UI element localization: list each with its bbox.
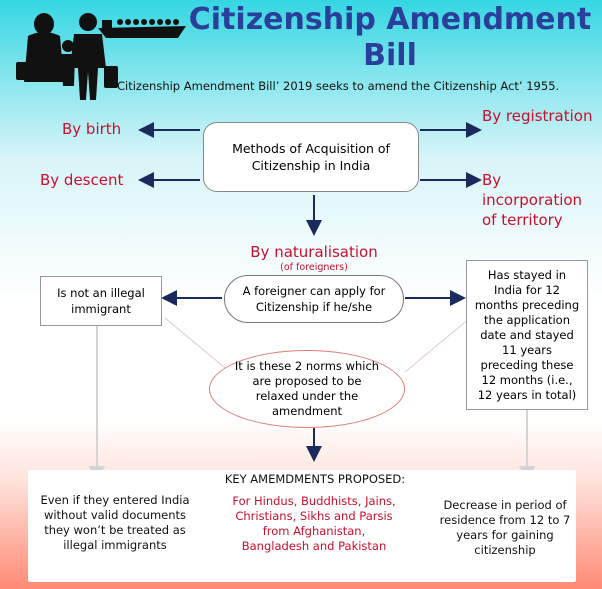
not-illegal-label: Is not an illegal immigrant xyxy=(57,286,145,316)
residence-label: Has stayed in India for 12 months preced… xyxy=(474,267,580,402)
not-illegal-box: Is not an illegal immigrant xyxy=(40,276,162,326)
family-silhouette-icon xyxy=(16,13,118,100)
methods-center-label: Methods of Acquisition of Citizenship in… xyxy=(232,141,390,173)
foreigner-label: A foreigner can apply for Citizenship if… xyxy=(242,284,386,314)
norms-label: It is these 2 norms which are proposed t… xyxy=(234,359,380,418)
subtitle: Citizenship Amendment Bill’ 2019 seeks t… xyxy=(117,79,560,93)
page-title-line2: Bill xyxy=(363,38,417,73)
amendments-heading: KEY AMEMDMENTS PROPOSED: xyxy=(224,472,406,486)
norms-oval: It is these 2 norms which are proposed t… xyxy=(209,350,405,428)
amendments-right: Decrease in period of residence from 12 … xyxy=(439,498,571,557)
foreigner-box: A foreigner can apply for Citizenship if… xyxy=(224,275,404,323)
method-by-incorporation: By incorporation of territory xyxy=(482,171,583,229)
method-by-birth: By birth xyxy=(62,120,122,138)
amendments-left: Even if they entered India without valid… xyxy=(40,493,190,552)
page-title: Citizenship Amendment xyxy=(188,2,592,37)
refugee-boat-icon xyxy=(98,19,186,38)
residence-box: Has stayed in India for 12 months preced… xyxy=(466,260,588,410)
method-by-registration: By registration xyxy=(482,107,593,125)
method-by-descent: By descent xyxy=(40,171,124,189)
methods-center-box: Methods of Acquisition of Citizenship in… xyxy=(203,122,419,192)
method-by-naturalisation: By naturalisation xyxy=(250,243,378,261)
naturalisation-note: (of foreigners) xyxy=(280,262,348,273)
amendments-panel xyxy=(28,470,576,582)
amendments-center: For Hindus, Buddhists, Jains, Christians… xyxy=(232,494,396,553)
